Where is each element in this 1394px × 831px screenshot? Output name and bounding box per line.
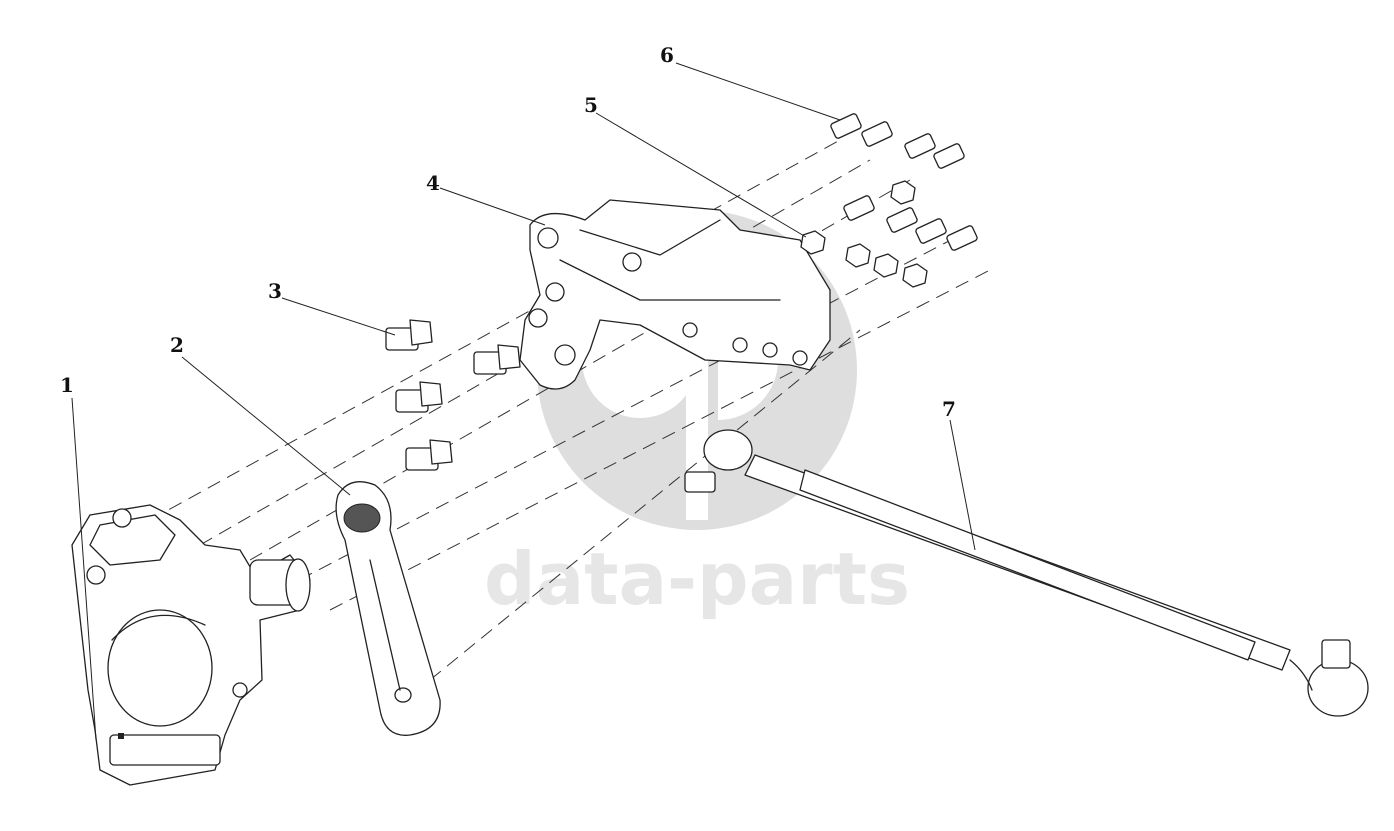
bolt-6d: [933, 143, 965, 169]
mounting-bolts: [385, 319, 521, 471]
pitman-arm: [335, 481, 441, 736]
callout-2: 2: [170, 333, 184, 357]
bolt-6b: [861, 121, 893, 147]
bolt-3b: [395, 381, 443, 413]
bolt-3d: [405, 439, 453, 471]
bolt-3c: [473, 344, 521, 375]
bolt-6c: [904, 133, 936, 159]
nut-5e: [902, 263, 928, 288]
callout-3: 3: [268, 279, 282, 303]
bolt-6g: [915, 218, 947, 244]
leader-lines: [71, 62, 976, 741]
bolt-6a: [830, 113, 862, 139]
nut-5d: [873, 253, 899, 278]
nut-5c: [845, 243, 871, 268]
callout-4: 4: [426, 171, 440, 195]
callout-labels: 1 2 3 4 5 6 7: [60, 43, 956, 421]
callout-1: 1: [60, 373, 74, 397]
bolt-3a: [385, 319, 433, 351]
mounting-bracket: [519, 199, 831, 390]
tie-rod-assembly: [684, 429, 1369, 717]
nut-5b: [890, 180, 916, 205]
steering-gear-box: [71, 504, 311, 786]
watermark-text: data-parts: [484, 537, 910, 621]
callout-5: 5: [584, 93, 598, 117]
bolt-6e: [843, 195, 875, 221]
bolt-6f: [886, 207, 918, 233]
bracket-bolts: [830, 113, 978, 251]
callout-6: 6: [660, 43, 674, 67]
callout-7: 7: [942, 397, 956, 421]
nuts: [800, 180, 928, 288]
nut-5a: [800, 230, 826, 255]
bolt-6h: [946, 225, 978, 251]
